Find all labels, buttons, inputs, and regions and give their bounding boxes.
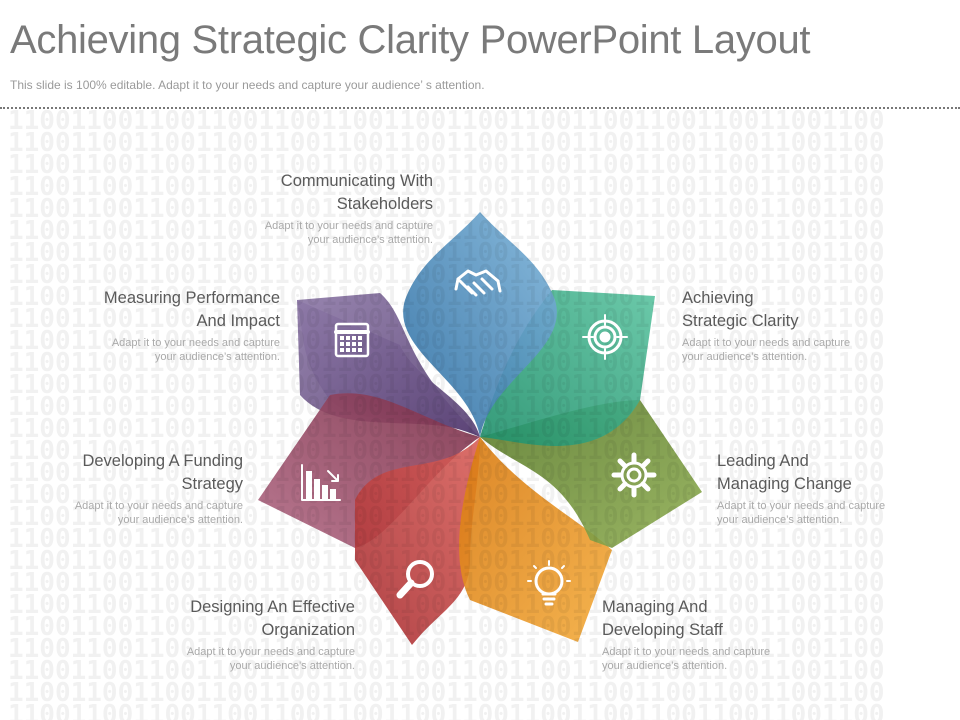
label-measuring: Measuring Performance And Impact Adapt i…	[50, 287, 280, 364]
label-heading: Communicating With	[280, 172, 433, 190]
gear-icon	[611, 452, 657, 498]
lightbulb-icon	[527, 560, 571, 606]
petal-designing	[355, 437, 480, 645]
label-heading: Leading And	[717, 452, 809, 470]
label-description: Adapt it to your needs and capture your …	[125, 645, 355, 673]
label-description-line: Adapt it to your needs and capture	[602, 646, 771, 658]
label-heading: Strategic Clarity	[682, 312, 799, 330]
binary-pattern-row: 1100110011001100110011001100110011001100…	[8, 172, 885, 202]
label-description-line: Adapt it to your needs and capture	[717, 500, 886, 512]
label-description-line: your audience’s attention.	[717, 514, 843, 526]
binary-pattern-row: 1100110011001100110011001100110011001100…	[8, 150, 885, 180]
label-description-line: your audience’s attention.	[602, 660, 728, 672]
binary-pattern-row: 1100110011001100110011001100110011001100…	[8, 110, 885, 136]
label-communicating: Communicating With Stakeholders Adapt it…	[213, 170, 433, 247]
label-description: Adapt it to your needs and capture your …	[717, 499, 952, 527]
binary-pattern-row: 1100110011001100110011001100110011001100…	[8, 678, 885, 708]
label-heading: Strategy	[181, 475, 243, 493]
label-heading: Developing Staff	[602, 621, 723, 639]
label-heading: Managing And	[602, 598, 708, 616]
binary-pattern-row: 1100110011001100110011001100110011001100…	[8, 612, 885, 642]
label-description: Adapt it to your needs and capture your …	[682, 336, 902, 364]
label-description: Adapt it to your needs and capture your …	[50, 336, 280, 364]
label-leading: Leading And Managing Change Adapt it to …	[717, 450, 952, 527]
label-description-line: your audience’s attention.	[682, 351, 808, 363]
label-designing: Designing An Effective Organization Adap…	[125, 596, 355, 673]
label-description: Adapt it to your needs and capture your …	[13, 499, 243, 527]
label-heading: Developing A Funding	[82, 452, 243, 470]
slide-subtitle: This slide is 100% editable. Adapt it to…	[10, 78, 485, 92]
label-description-line: your audience’s attention.	[307, 234, 433, 246]
label-heading: Stakeholders	[336, 195, 433, 213]
label-description-line: Adapt it to your needs and capture	[111, 337, 280, 349]
binary-pattern-row: 1100110011001100110011001100110011001100…	[8, 700, 885, 720]
petal-communicating	[403, 212, 557, 437]
target-icon	[582, 314, 628, 360]
magnifier-icon	[396, 560, 434, 599]
label-heading: Designing An Effective	[190, 598, 355, 616]
label-description-line: Adapt it to your needs and capture	[186, 646, 355, 658]
binary-pattern-row: 1100110011001100110011001100110011001100…	[8, 656, 885, 686]
handshake-icon	[454, 269, 502, 297]
petal-funding	[258, 393, 480, 548]
label-description-line: Adapt it to your needs and capture	[264, 220, 433, 232]
label-description: Adapt it to your needs and capture your …	[213, 219, 433, 247]
label-description-line: your audience’s attention.	[229, 660, 355, 672]
calendar-icon	[334, 322, 370, 358]
label-heading: And Impact	[196, 312, 280, 330]
label-heading: Organization	[261, 621, 355, 639]
binary-pattern-row: 1100110011001100110011001100110011001100…	[8, 194, 885, 224]
binary-pattern-row: 1100110011001100110011001100110011001100…	[8, 216, 885, 246]
label-heading: Managing Change	[717, 475, 852, 493]
label-funding: Developing A Funding Strategy Adapt it t…	[13, 450, 243, 527]
title-divider	[0, 107, 960, 109]
label-heading: Measuring Performance	[103, 289, 280, 307]
binary-pattern-row: 1100110011001100110011001100110011001100…	[8, 128, 885, 158]
binary-pattern-row: 1100110011001100110011001100110011001100…	[8, 634, 885, 664]
slide-title: Achieving Strategic Clarity PowerPoint L…	[10, 18, 811, 62]
label-description: Adapt it to your needs and capture your …	[602, 645, 822, 673]
label-description-line: Adapt it to your needs and capture	[682, 337, 851, 349]
label-managing: Managing And Developing Staff Adapt it t…	[602, 596, 822, 673]
bar-chart-icon	[301, 464, 341, 501]
label-achieving: Achieving Strategic Clarity Adapt it to …	[682, 287, 902, 364]
label-description-line: your audience’s attention.	[154, 351, 280, 363]
petal-managing	[459, 437, 612, 642]
label-description-line: Adapt it to your needs and capture	[74, 500, 243, 512]
label-heading: Achieving	[682, 289, 754, 307]
label-description-line: your audience’s attention.	[117, 514, 243, 526]
